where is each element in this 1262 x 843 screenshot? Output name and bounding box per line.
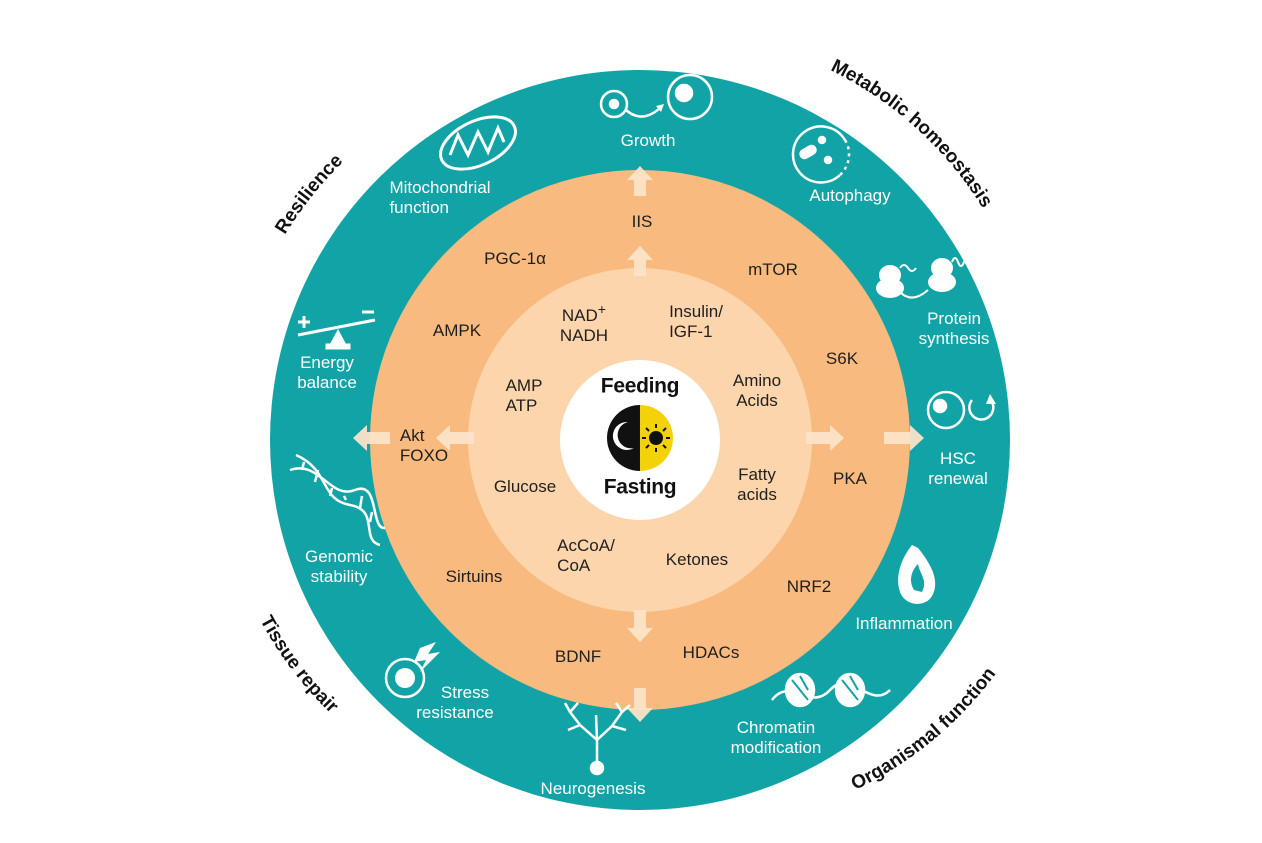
arrow-up-inner-icon — [627, 246, 653, 276]
hsc-renewal-icon — [926, 390, 996, 430]
autophagy-text: Autophagy — [809, 185, 891, 205]
mitochondria-icon — [439, 115, 517, 171]
energy-line-1: Energy — [300, 352, 354, 372]
outer-label-inflammation: Inflammation — [855, 614, 952, 634]
middle-label-sirtuins: Sirtuins — [445, 566, 503, 586]
outer-label-chromatin: Chromatin modification — [731, 718, 822, 758]
balance-scale-icon — [297, 310, 376, 350]
amino-line-2: Acids — [736, 391, 778, 410]
outer-label-autophagy: Autophagy — [809, 186, 890, 206]
inner-label-glucose: Glucose — [493, 476, 557, 496]
dna-icon — [289, 453, 386, 547]
coa-line: CoA — [557, 556, 591, 575]
autophagy-icon — [791, 125, 851, 184]
mito-line-2: function — [389, 198, 449, 217]
energy-line-2: balance — [297, 373, 357, 392]
center-label-fasting: Fasting — [603, 475, 677, 499]
insulin-line: Insulin/ — [669, 301, 723, 321]
nad-line: NAD+ — [560, 302, 608, 326]
chromatin-line-1: Chromatin — [736, 717, 816, 737]
middle-label-iis: IIS — [631, 211, 653, 231]
day-night-icon — [607, 405, 673, 471]
neuron-icon — [563, 702, 631, 776]
outer-label-protein-synthesis: Protein synthesis — [919, 309, 990, 349]
middle-label-pka: PKA — [832, 468, 868, 488]
middle-label-pgc: PGC-1α — [484, 249, 546, 269]
outer-label-energy-balance: Energy balance — [297, 353, 357, 393]
outer-label-neurogenesis: Neurogenesis — [541, 779, 646, 799]
acoa-line: AcCoA/ — [557, 535, 615, 555]
growth-text: Growth — [620, 130, 676, 150]
middle-label-nrf2: NRF2 — [786, 576, 832, 596]
nadh-line: NADH — [559, 325, 609, 345]
growth-icon — [599, 73, 714, 121]
outer-label-stress-resistance: Stress resistance — [416, 683, 493, 723]
middle-label-hdacs: HDACs — [682, 642, 740, 662]
hsc-line-2: renewal — [928, 469, 988, 488]
middle-label-ampk: AMPK — [432, 320, 482, 340]
arrow-left-inner-icon — [436, 425, 474, 451]
arrow-right-inner-icon — [806, 425, 844, 451]
ring-title-resilience: Resilience — [271, 150, 347, 237]
inner-label-insulin: Insulin/ IGF-1 — [669, 302, 723, 342]
chromatin-line-2: modification — [730, 738, 822, 757]
amp-line: AMP — [505, 375, 543, 395]
middle-label-bdnf: BDNF — [554, 646, 602, 666]
chromatin-icon — [771, 672, 891, 708]
fatty-line-2: acids — [737, 485, 777, 504]
outer-label-growth: Growth — [621, 131, 676, 151]
akt-text: Akt — [399, 425, 425, 445]
inner-label-acoa: AcCoA/ CoA — [557, 536, 615, 576]
mito-line-1: Mitochondrial — [389, 177, 491, 197]
inner-label-amino-acids: Amino Acids — [733, 371, 781, 411]
outer-label-mitochondrial: Mitochondrial function — [389, 178, 490, 218]
nad-base: NAD — [561, 305, 598, 325]
middle-label-mtor: mTOR — [748, 259, 798, 279]
genomic-line-1: Genomic — [304, 546, 374, 566]
hsc-line-1: HSC — [940, 448, 976, 468]
protein-line-1: Protein — [927, 308, 981, 328]
fatty-line-1: Fatty — [738, 464, 776, 484]
inflammation-icon — [898, 545, 936, 604]
neurogenesis-text: Neurogenesis — [540, 778, 646, 798]
atp-line: ATP — [505, 396, 538, 415]
stress-line-1: Stress — [440, 682, 490, 702]
middle-label-s6k: S6K — [825, 348, 859, 368]
arrow-down-inner-icon — [627, 610, 653, 642]
protein-line-2: synthesis — [918, 329, 990, 348]
pgc-base: PGC-1 — [484, 248, 537, 268]
middle-label-akt-foxo: Akt FOXO — [400, 426, 448, 466]
stress-resistance-icon — [384, 642, 440, 699]
pgc-greek: α — [536, 248, 546, 268]
arrow-right-outer-icon — [884, 425, 924, 451]
inflammation-text: Inflammation — [855, 613, 953, 633]
arrow-left-outer-icon — [353, 425, 390, 451]
stress-line-2: resistance — [416, 703, 494, 722]
nad-sup: + — [597, 302, 607, 319]
protein-synthesis-icon — [876, 257, 971, 299]
amino-line-1: Amino — [732, 370, 782, 390]
center-label-feeding: Feeding — [600, 374, 680, 398]
inner-label-amp-atp: AMP ATP — [506, 376, 543, 416]
inner-label-ketones: Ketones — [665, 549, 729, 569]
genomic-line-2: stability — [310, 567, 368, 586]
outer-label-hsc-renewal: HSC renewal — [928, 449, 988, 489]
inner-label-fatty-acids: Fatty acids — [737, 465, 777, 505]
arrow-down-outer-icon — [627, 688, 653, 722]
arrow-up-outer-icon — [627, 166, 653, 196]
igf-line: IGF-1 — [669, 322, 713, 341]
foxo-text: FOXO — [399, 446, 449, 465]
inner-label-nad: NAD+ NADH — [560, 302, 608, 346]
outer-label-genomic-stability: Genomic stability — [305, 547, 373, 587]
